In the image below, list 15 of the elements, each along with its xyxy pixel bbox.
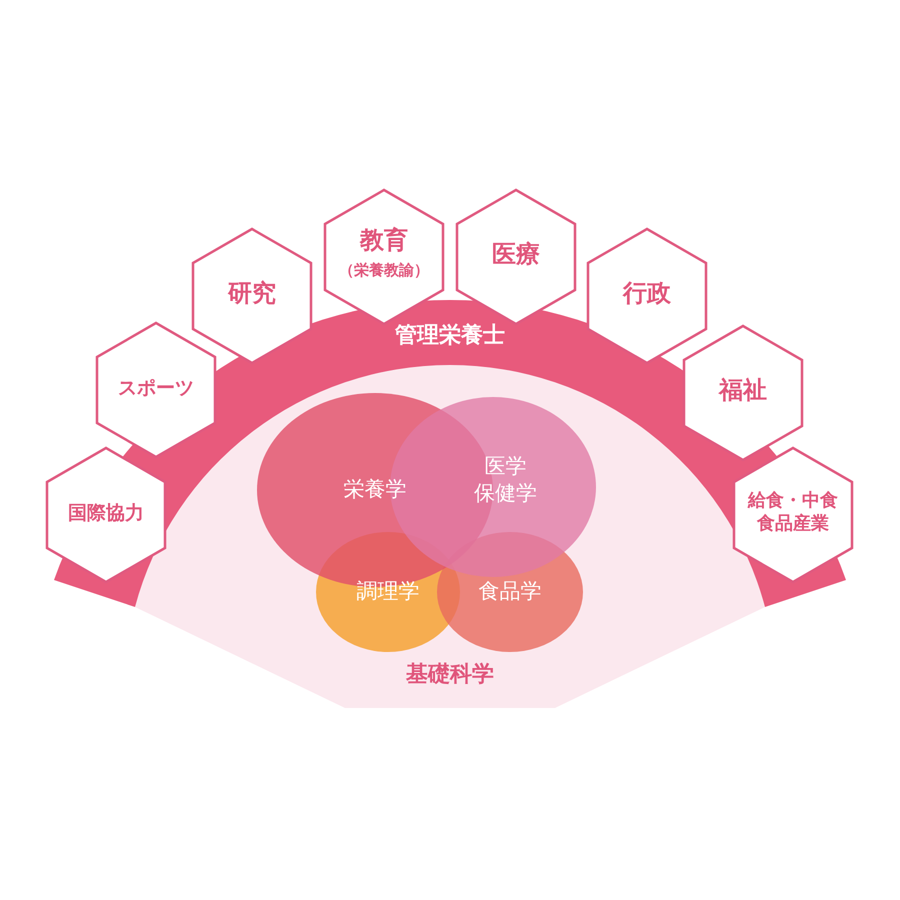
hexagon-label: 研究 [228,279,276,307]
area-label: 基礎科学 [406,662,494,687]
hexagon-label: 国際協力 [68,502,144,524]
ellipse-label: 食品学 [478,578,542,603]
hexagon-label: 福祉 [719,376,767,404]
ellipse-label: 調理学 [356,578,420,603]
ellipse-label: 栄養学 [344,477,406,502]
ellipse-label: 医学保健学 [474,454,537,506]
hexagon-label: 給食・中食食品産業 [748,490,838,534]
hexagon-sublabel: （栄養教諭） [339,261,429,279]
hexagon-label: 行政 [623,279,671,307]
band-label: 管理栄養士 [395,323,505,348]
hexagon-label: スポーツ [118,377,194,399]
hexagon-label: 医療 [492,240,540,268]
hexagon-label: 教育 [360,226,408,254]
